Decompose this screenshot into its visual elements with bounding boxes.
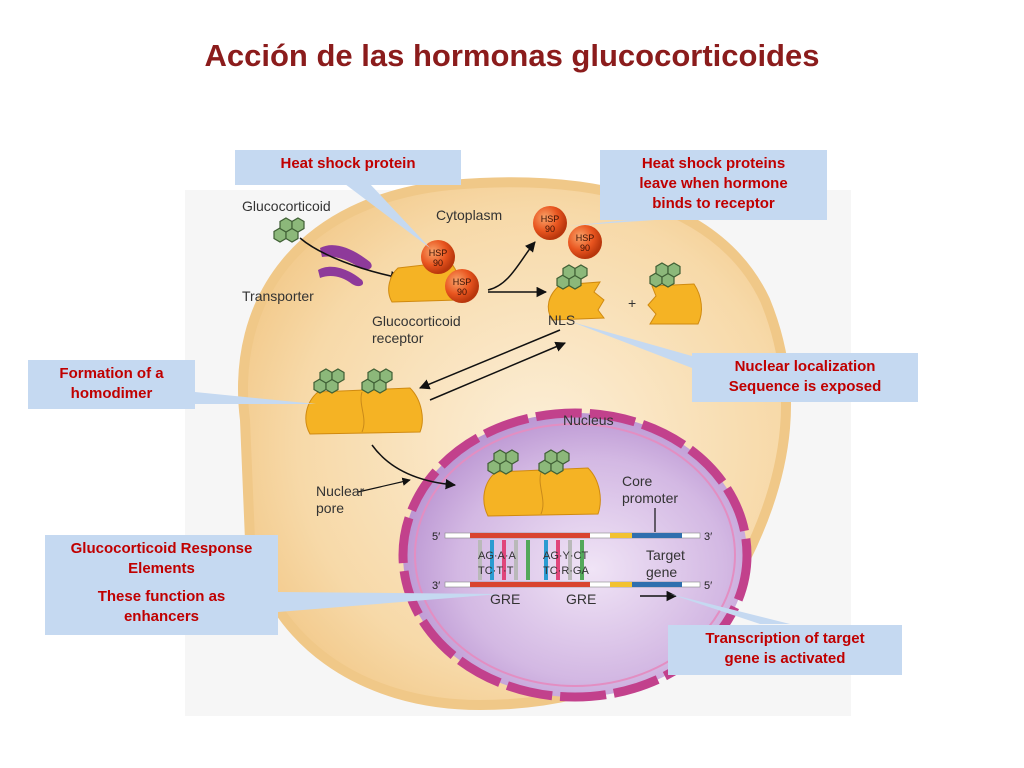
- hsp-label: HSP: [429, 248, 448, 258]
- pointer-nls: [572, 322, 692, 368]
- page-title: Acción de las hormonas glucocorticoides: [204, 38, 820, 73]
- hsp90-1: HSP 90: [421, 240, 455, 274]
- pointer-homodimer: [195, 392, 316, 404]
- callout-transcription-line1: Transcription of target: [705, 630, 865, 647]
- free-receptor: [647, 283, 702, 325]
- activated-receptor: [547, 281, 605, 321]
- arrow-hsp-release: [487, 241, 536, 291]
- dna-bottom-3prime: 3′: [432, 580, 440, 592]
- transporter-protein: [318, 245, 372, 287]
- callout-hsp-leave: Heat shock proteins leave when hormone b…: [600, 150, 827, 220]
- nucleus-inner-membrane: [414, 423, 736, 687]
- homodimer-nucleus-divider: [539, 471, 544, 515]
- dna-sequence-top-left: AG·A·A: [478, 550, 517, 562]
- arrow-dimerization-forward: [419, 329, 561, 390]
- callout-homodimer-line2: homodimer: [70, 385, 153, 402]
- dna-sequence-bottom-left: TC·T·T: [478, 565, 514, 577]
- dna-sequence-top-right: AG·Y·CT: [543, 550, 589, 562]
- label-target-gene-line1: Target: [646, 547, 685, 563]
- homodimer-divider: [360, 391, 365, 433]
- dna-sequence-bottom-right: TC·R·GA: [543, 565, 589, 577]
- callout-transcription-line2: gene is activated: [724, 650, 846, 667]
- callout-heat-shock-protein: Heat shock protein: [235, 150, 461, 185]
- hsp-number: 90: [580, 243, 590, 253]
- hsp-label: HSP: [576, 233, 595, 243]
- callout-enhancers-line2: enhancers: [123, 608, 200, 625]
- dna-double-strand: [444, 532, 701, 588]
- pointer-heat-shock: [345, 184, 430, 248]
- dna-top-5prime: 5′: [432, 531, 440, 543]
- callout-gre-gap: [51, 579, 272, 587]
- hsp-number: 90: [457, 287, 467, 297]
- callout-transcription: Transcription of target gene is activate…: [668, 625, 902, 675]
- callout-homodimer-line1: Formation of a: [59, 365, 164, 382]
- arrow-hormone-entry: [299, 237, 402, 282]
- hsp90-2: HSP 90: [445, 269, 479, 303]
- pointer-transcription: [670, 594, 790, 624]
- label-gre-left: GRE: [490, 591, 520, 607]
- plus-sign: +: [628, 295, 636, 311]
- label-transporter: Transporter: [242, 288, 314, 304]
- callout-hsp-leave-line1: Heat shock proteins: [641, 155, 786, 172]
- label-nls: NLS: [548, 312, 575, 328]
- dna-top-3prime: 3′: [704, 531, 712, 543]
- pointer-gre: [278, 592, 500, 612]
- callout-homodimer: Formation of a homodimer: [28, 360, 195, 409]
- callout-gre-line2: Elements: [128, 560, 195, 577]
- label-receptor-line1: Glucocorticoid: [372, 313, 461, 329]
- arrow-nuclear-entry: [371, 444, 457, 490]
- label-nuclear-pore-line2: pore: [316, 500, 344, 516]
- nuclear-pore-pointer: [357, 477, 411, 493]
- label-core-promoter-line2: promoter: [622, 490, 678, 506]
- label-core-promoter-line1: Core: [622, 473, 653, 489]
- callout-nls-line1: Nuclear localization: [734, 358, 876, 375]
- callout-nls-exposed: Nuclear localization Sequence is exposed: [692, 353, 918, 402]
- hsp-number: 90: [433, 258, 443, 268]
- arrow-dimerization-reverse: [429, 341, 566, 401]
- label-nucleus: Nucleus: [563, 412, 614, 428]
- label-target-gene-line2: gene: [646, 564, 677, 580]
- callout-nls-line2: Sequence is exposed: [728, 378, 882, 395]
- callout-hsp-leave-line3: binds to receptor: [652, 195, 775, 212]
- hsp90-released-1: HSP 90: [533, 206, 567, 240]
- callout-gre: Glucocorticoid Response Elements These f…: [45, 535, 278, 635]
- pointer-hsp-leave: [568, 220, 655, 226]
- homodimer-cytoplasm: [305, 387, 423, 435]
- label-cytoplasm: Cytoplasm: [436, 207, 502, 223]
- callout-hsp-leave-line2: leave when hormone: [639, 175, 788, 192]
- callout-heat-shock-text: Heat shock protein: [280, 155, 416, 172]
- callout-enhancers-line1: These function as: [97, 588, 226, 605]
- label-receptor-line2: receptor: [372, 330, 424, 346]
- label-gre-right: GRE: [566, 591, 596, 607]
- hsp-number: 90: [545, 224, 555, 234]
- hsp-label: HSP: [541, 214, 560, 224]
- dna-bottom-5prime: 5′: [704, 580, 712, 592]
- label-nuclear-pore-line1: Nuclear: [316, 483, 365, 499]
- callout-gre-line1: Glucocorticoid Response: [70, 540, 253, 557]
- label-glucocorticoid: Glucocorticoid: [242, 198, 331, 214]
- hsp-label: HSP: [453, 277, 472, 287]
- hsp90-released-2: HSP 90: [568, 225, 602, 259]
